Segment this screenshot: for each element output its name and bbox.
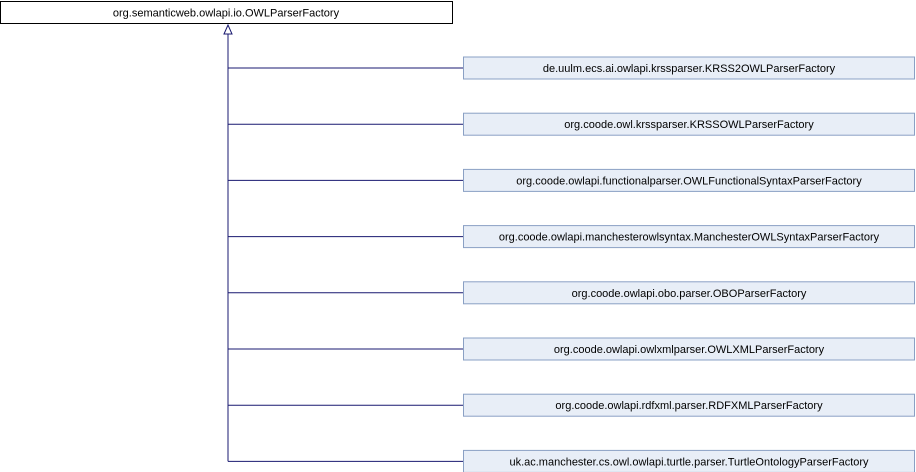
inheritance-arrowhead xyxy=(223,23,233,35)
subclass-nodes: de.uulm.ecs.ai.owlapi.krssparser.KRSS2OW… xyxy=(463,56,915,472)
subclass-node[interactable]: org.coode.owl.krssparser.KRSSOWLParserFa… xyxy=(463,112,915,136)
subclass-label: uk.ac.manchester.cs.owl.owlapi.turtle.pa… xyxy=(509,456,869,468)
subclass-label: org.coode.owlapi.rdfxml.parser.RDFXMLPar… xyxy=(555,400,823,412)
subclass-node[interactable]: org.coode.owlapi.manchesterowlsyntax.Man… xyxy=(463,225,915,249)
subclass-box xyxy=(463,225,915,249)
subclass-box xyxy=(463,112,915,136)
subclass-node[interactable]: org.coode.owlapi.obo.parser.OBOParserFac… xyxy=(463,281,915,305)
base-class-box xyxy=(0,1,453,24)
subclass-box xyxy=(463,168,915,192)
subclass-box xyxy=(463,56,915,80)
subclass-box xyxy=(463,337,915,361)
subclass-node[interactable]: org.coode.owlapi.rdfxml.parser.RDFXMLPar… xyxy=(463,393,915,417)
subclass-label: org.coode.owlapi.functionalparser.OWLFun… xyxy=(516,175,862,187)
inheritance-edges xyxy=(223,23,464,462)
subclass-label: org.coode.owl.krssparser.KRSSOWLParserFa… xyxy=(564,119,814,131)
base-class-label: org.semanticweb.owlapi.io.OWLParserFacto… xyxy=(113,8,340,20)
subclass-box xyxy=(463,393,915,417)
base-class-node[interactable]: org.semanticweb.owlapi.io.OWLParserFacto… xyxy=(0,1,453,24)
subclass-node[interactable]: de.uulm.ecs.ai.owlapi.krssparser.KRSS2OW… xyxy=(463,56,915,80)
subclass-label: org.coode.owlapi.obo.parser.OBOParserFac… xyxy=(572,288,807,300)
subclass-label: org.coode.owlapi.owlxmlparser.OWLXMLPars… xyxy=(554,344,825,356)
subclass-box xyxy=(463,449,915,472)
subclass-label: de.uulm.ecs.ai.owlapi.krssparser.KRSS2OW… xyxy=(543,63,836,75)
subclass-label: org.coode.owlapi.manchesterowlsyntax.Man… xyxy=(499,232,880,244)
subclass-box xyxy=(463,281,915,305)
subclass-node[interactable]: org.coode.owlapi.owlxmlparser.OWLXMLPars… xyxy=(463,337,915,361)
subclass-node[interactable]: uk.ac.manchester.cs.owl.owlapi.turtle.pa… xyxy=(463,449,915,472)
subclass-node[interactable]: org.coode.owlapi.functionalparser.OWLFun… xyxy=(463,168,915,192)
